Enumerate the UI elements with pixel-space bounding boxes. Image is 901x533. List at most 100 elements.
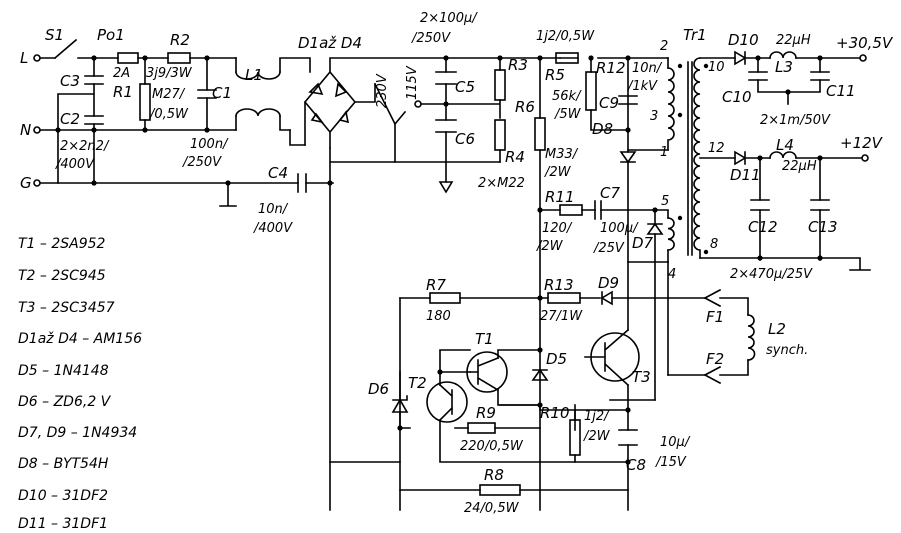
resistor-r9-symbol xyxy=(467,422,496,434)
r7-label: R7 xyxy=(426,276,446,294)
c1-label: C1 xyxy=(212,84,232,102)
terminal-l-label: L xyxy=(20,49,28,67)
parts-list: T1 – 2SA952 T2 – 2SC945 T3 – 2SC3457 D1a… xyxy=(18,236,142,532)
parts-list-item: D10 – 31DF2 xyxy=(18,488,108,504)
d11-label: D11 xyxy=(730,166,761,184)
c7-value-2: /25V xyxy=(593,241,625,256)
po1-label: Po1 xyxy=(97,26,125,44)
r9-label: R9 xyxy=(476,404,496,422)
capacitor-c10-symbol xyxy=(748,71,768,81)
capacitor-c2-symbol xyxy=(84,115,104,125)
t1-label: T1 xyxy=(475,330,494,348)
c6-label: C6 xyxy=(455,130,475,148)
capacitor-c8-symbol xyxy=(618,429,638,446)
bridge-rectifier-symbol xyxy=(303,70,357,149)
r12-value-1: 56k/ xyxy=(552,89,582,104)
sw-230-label: 230V xyxy=(375,73,390,108)
diode-d8-symbol xyxy=(619,151,637,164)
r13-label: R13 xyxy=(544,276,574,294)
l4-label: L4 xyxy=(776,136,794,154)
capacitor-c12-symbol xyxy=(750,199,770,211)
resistor-r3-symbol xyxy=(494,69,506,101)
diode-d9-symbol xyxy=(600,290,613,306)
r2-label: R2 xyxy=(170,31,190,49)
c10c11-value: 2×1m/50V xyxy=(760,113,831,128)
l2-label: L2 xyxy=(768,320,786,338)
transistor-t3-symbol xyxy=(584,328,640,387)
f2-label: F2 xyxy=(706,350,724,368)
parts-list-item: T2 – 2SC945 xyxy=(18,268,106,284)
parts-list-item: T1 – 2SA952 xyxy=(18,236,106,252)
c3-label: C3 xyxy=(60,72,80,90)
l4-value: 22µH xyxy=(782,159,817,174)
pin-5-label: 5 xyxy=(661,194,669,209)
r3r4-value: 2×M22 xyxy=(478,176,525,191)
bridge-label: D1až D4 xyxy=(298,34,362,52)
output-30v-label: +30,5V xyxy=(836,34,894,52)
resistor-r8-symbol xyxy=(479,484,521,496)
inductor-l4-symbol xyxy=(769,151,797,159)
capacitor-c7-symbol xyxy=(594,200,602,220)
c8-label: C8 xyxy=(626,456,646,474)
terminal-n-label: N xyxy=(20,121,31,139)
c1-value-2: /250V xyxy=(182,155,222,170)
parts-list-item: D11 – 31DF1 xyxy=(18,516,108,532)
switch-s1-symbol xyxy=(53,38,78,60)
capacitor-c5-symbol xyxy=(435,71,457,85)
r5-label: R5 xyxy=(545,66,565,84)
transistor-t2-symbol xyxy=(426,381,468,423)
resistor-r1-symbol xyxy=(139,83,151,121)
c7-value-1: 100µ/ xyxy=(600,221,639,236)
junction-dots xyxy=(55,55,823,465)
resistor-r13-symbol xyxy=(547,292,581,304)
c7-label: C7 xyxy=(600,184,620,202)
fuse-po1-symbol xyxy=(117,52,139,64)
s1-label: S1 xyxy=(45,26,64,44)
d6-label: D6 xyxy=(368,380,389,398)
r6-label: R6 xyxy=(515,98,535,116)
c2c3-value-2: /400V xyxy=(55,157,95,172)
c10-label: C10 xyxy=(722,88,752,106)
pin-3-label: 3 xyxy=(650,109,658,124)
r6-value-2: /2W xyxy=(544,165,572,180)
r11-label: R11 xyxy=(545,188,575,206)
r3-label: R3 xyxy=(508,56,528,74)
inductor-l1-symbol xyxy=(235,71,281,117)
voltage-selector-symbol xyxy=(373,82,407,163)
capacitor-c6-symbol xyxy=(435,119,457,133)
r10-label: R10 xyxy=(540,404,570,422)
c9-value-2: /1kV xyxy=(627,79,658,94)
r12-label: R12 xyxy=(596,59,626,77)
d5-label: D5 xyxy=(546,350,567,368)
pin-8-label: 8 xyxy=(710,237,718,252)
resistor-r4-symbol xyxy=(494,119,506,151)
r6-value-1: M33/ xyxy=(545,147,579,162)
c9-label: C9 xyxy=(599,94,619,112)
resistor-r5-symbol xyxy=(555,52,579,64)
capacitor-c4-symbol xyxy=(297,173,307,193)
r1-value-2: /0,5W xyxy=(149,107,189,122)
c12-label: C12 xyxy=(748,218,778,236)
parts-list-item: D1až D4 – AM156 xyxy=(18,331,142,347)
r10-value-1: 1j2/ xyxy=(584,409,610,424)
t2-label: T2 xyxy=(408,374,427,392)
inductor-l3-symbol xyxy=(769,51,797,59)
r5-value: 1j2/0,5W xyxy=(536,29,595,44)
parts-list-item: D5 – 1N4148 xyxy=(18,363,109,379)
terminal-g-label: G xyxy=(20,174,32,192)
d10-label: D10 xyxy=(728,31,759,49)
pin-4-label: 4 xyxy=(668,267,676,282)
r10-value-2: /2W xyxy=(583,429,611,444)
resistor-r2-symbol xyxy=(167,52,191,64)
resistor-r12-symbol xyxy=(585,71,597,111)
c5c6-value-1: 2×100µ/ xyxy=(420,11,478,26)
r4-label: R4 xyxy=(505,148,525,166)
transistor-t1-symbol xyxy=(466,351,508,393)
pin-1-label: 1 xyxy=(660,145,668,160)
parts-list-item: D6 – ZD6,2 V xyxy=(18,394,112,410)
pin-10-label: 10 xyxy=(708,60,725,75)
po1-value: 2A xyxy=(113,66,130,81)
r11-value-2: /2W xyxy=(536,239,564,254)
